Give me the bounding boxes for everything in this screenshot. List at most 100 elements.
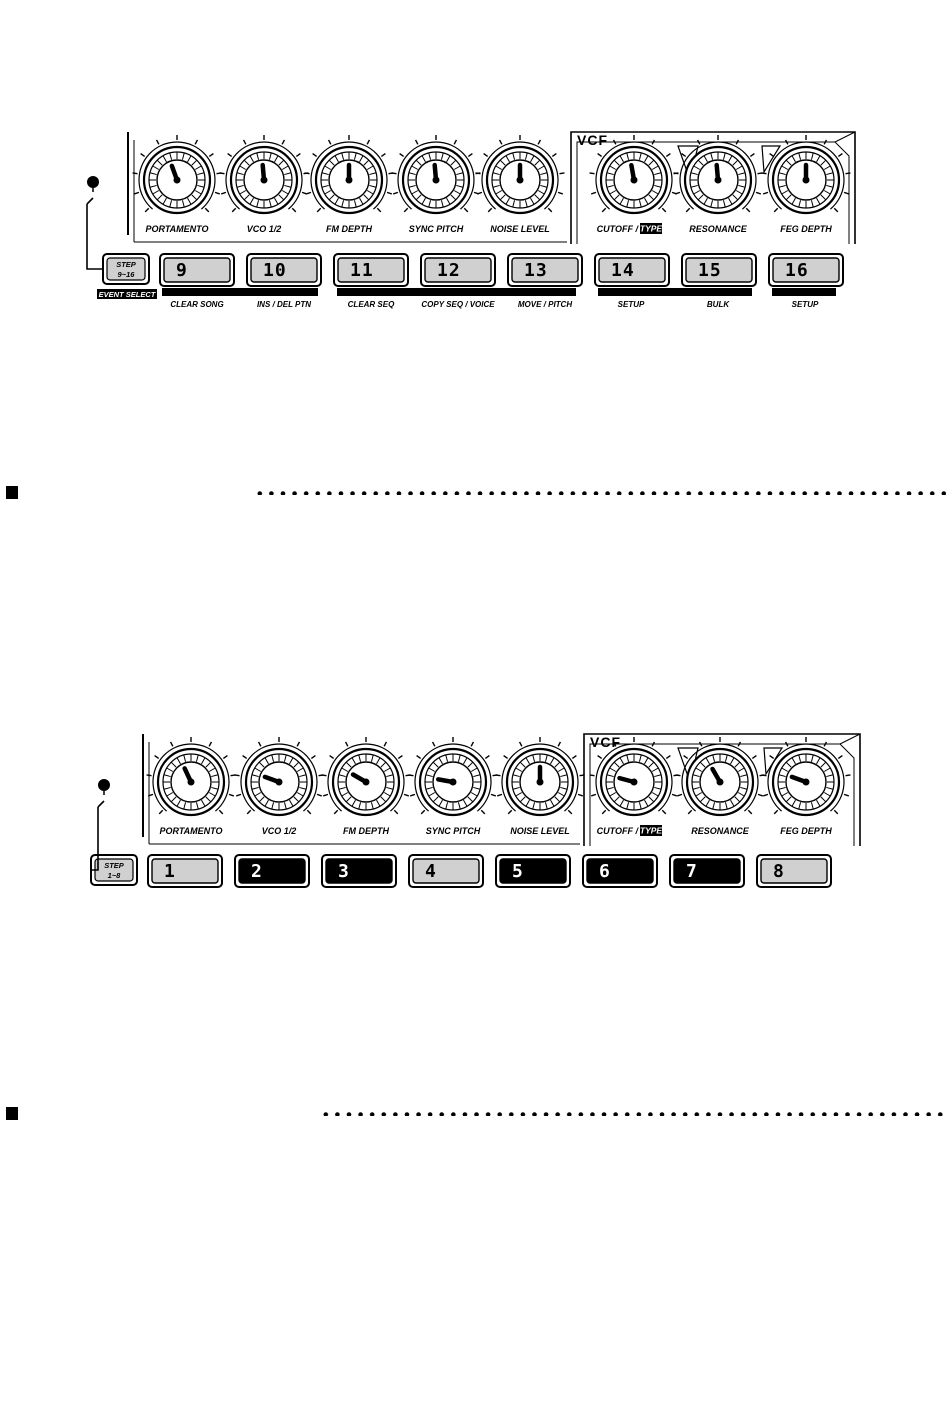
knob-knurl (351, 799, 356, 807)
type-badge (640, 825, 662, 836)
knob-knurl (438, 757, 443, 765)
knob-scale-tick (301, 191, 308, 195)
step-button-3[interactable]: 3 (321, 854, 397, 888)
knob-knurl (438, 799, 443, 807)
led-connector (91, 807, 99, 871)
knob-knurl (183, 802, 187, 810)
step-button-2[interactable]: 2 (234, 854, 310, 888)
section-heading-2 (6, 1107, 946, 1127)
knob-knurl (284, 184, 292, 188)
knob-scale-tick (304, 172, 310, 175)
knob-scale-tick (414, 139, 419, 145)
knob-cutoff[interactable]: CUTOFF / TYPE (589, 737, 679, 836)
button-face (760, 858, 828, 884)
knob-knurl (554, 761, 561, 768)
step-button-10[interactable]: 10 (246, 253, 322, 287)
knob-knurl (697, 159, 704, 166)
knob-scale-tick (749, 152, 755, 158)
knob-scale-tick (557, 191, 564, 195)
step-button-14[interactable]: 14 (594, 253, 670, 287)
knob-scale-tick (146, 774, 152, 777)
step-button-8[interactable]: 8 (756, 854, 832, 888)
step-button-1[interactable]: 1 (147, 854, 223, 888)
knob-knurl (734, 761, 741, 768)
knob-label: FM DEPTH (326, 224, 372, 234)
step-button-6[interactable]: 6 (582, 854, 658, 888)
knob-knurl (408, 184, 416, 188)
knob-knurl (626, 802, 630, 810)
knob-knurl (703, 197, 708, 205)
knob-sync-pitch[interactable]: SYNC PITCH (408, 737, 498, 836)
button-face (772, 257, 840, 283)
step-button-15[interactable]: 15 (681, 253, 757, 287)
step-button-4[interactable]: 4 (408, 854, 484, 888)
knob-knurl (644, 197, 649, 205)
knob-center (275, 778, 283, 786)
knob-knurl (446, 197, 451, 205)
knob-scale-arc (767, 141, 845, 210)
knob-scale-arc (138, 141, 216, 210)
knob-knurl (740, 774, 748, 778)
knob-knurl (353, 152, 357, 160)
vcf-title: VCF (577, 132, 608, 148)
knob-knurl (334, 155, 339, 163)
knob-knurl (254, 792, 262, 797)
knob-resonance[interactable]: RESONANCE (673, 135, 763, 234)
knob-knurl (211, 786, 219, 790)
knob-fm-depth[interactable]: FM DEPTH (321, 737, 411, 836)
knob-knurl (208, 767, 216, 772)
step-button-16[interactable]: 16 (768, 253, 844, 287)
knob-scale-tick (257, 741, 262, 747)
knob-portamento[interactable]: PORTAMENTO (132, 135, 222, 234)
knob-scale-tick (843, 793, 850, 797)
step-button-number: 1 (164, 861, 176, 882)
knob-vco-1-2[interactable]: VCO 1/2 (234, 737, 324, 836)
step-button-9[interactable]: 9 (159, 253, 235, 287)
knob-vco-1-2[interactable]: VCO 1/2 (219, 135, 309, 234)
knob-knurl (619, 757, 624, 765)
knob-fm-depth[interactable]: FM DEPTH (304, 135, 394, 234)
knob-scale-tick (507, 809, 513, 815)
knob-cutoff[interactable]: CUTOFF / TYPE (589, 135, 679, 234)
knob-knurl (264, 799, 269, 807)
knob-scale-tick (147, 793, 154, 797)
knob-scale-tick (312, 152, 318, 158)
knob-portamento[interactable]: PORTAMENTO (146, 737, 236, 836)
knob-sync-pitch[interactable]: SYNC PITCH (391, 135, 481, 234)
knob-noise-level[interactable]: NOISE LEVEL (475, 135, 565, 234)
knob-knurl (450, 194, 457, 201)
knob-knurl (823, 767, 831, 772)
knob-knurl (243, 159, 250, 166)
knob-resonance[interactable]: RESONANCE (675, 737, 765, 836)
knob-knurl (264, 757, 269, 765)
step-button-7[interactable]: 7 (669, 854, 745, 888)
knob-scale-tick (246, 809, 252, 815)
step-button-5[interactable]: 5 (495, 854, 571, 888)
knob-knurl (651, 190, 659, 195)
knob-knurl (638, 200, 642, 208)
step-label: STEP (116, 260, 137, 269)
knob-knurl (798, 152, 802, 160)
step-button-13[interactable]: 13 (507, 253, 583, 287)
knob-feg-depth[interactable]: FEG DEPTH (761, 737, 851, 836)
knob-scale-tick (674, 191, 681, 195)
knob-knurl (651, 767, 659, 772)
knob-knurl (519, 761, 526, 768)
knob-feg-depth[interactable]: FEG DEPTH (761, 135, 851, 234)
knob-knurl (791, 155, 796, 163)
knob-knurl (810, 802, 814, 810)
knob-knurl (338, 774, 346, 778)
step-button-12[interactable]: 12 (420, 253, 496, 287)
knob-knurl (609, 792, 617, 797)
knob-knurl (328, 159, 335, 166)
knob-noise-level[interactable]: NOISE LEVEL (495, 737, 585, 836)
knob-scale-tick (132, 172, 138, 175)
step-button-11[interactable]: 11 (333, 253, 409, 287)
knob-knurl (512, 200, 516, 208)
knob-knurl (699, 761, 706, 768)
knob-knurl (289, 799, 294, 807)
knob-scale-tick (761, 172, 767, 175)
